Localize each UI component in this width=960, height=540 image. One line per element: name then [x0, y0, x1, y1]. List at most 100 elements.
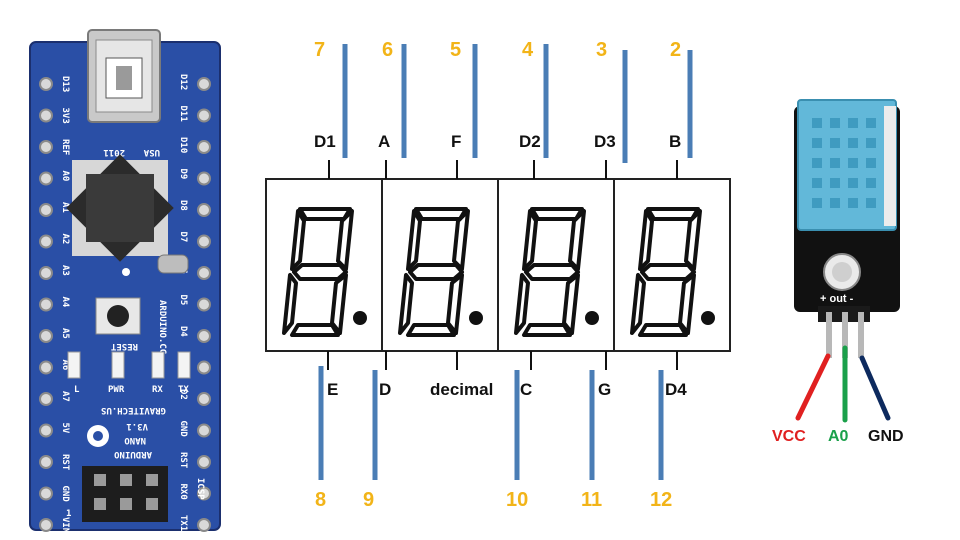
pin-number-11: 11 — [581, 489, 602, 511]
vent-hole — [866, 178, 876, 188]
segment-b — [568, 209, 586, 271]
decimal-point — [701, 311, 715, 325]
icsp-pin — [94, 474, 106, 486]
lead-lines — [318, 44, 693, 480]
pin-number-5: 5 — [450, 39, 461, 61]
pin-number-9: 9 — [363, 489, 374, 511]
vent-hole — [848, 158, 858, 168]
left-pin-hole-d13 — [39, 77, 53, 91]
vent-hole — [830, 158, 840, 168]
model-label: ARDUINO — [113, 449, 152, 459]
pin-number-7: 7 — [314, 39, 325, 61]
pin-stubs — [327, 160, 678, 370]
segment-f — [638, 209, 654, 271]
left-pin-hole-a0 — [39, 171, 53, 186]
sensor-pin-gnd — [858, 312, 864, 358]
segment-f — [522, 209, 538, 271]
segment-d — [522, 323, 572, 337]
vcc-label: VCC — [772, 428, 806, 445]
reset-label: RESET — [110, 341, 138, 351]
vent-hole — [866, 138, 876, 148]
segment-f — [406, 209, 422, 271]
right-pin-label: D9 — [178, 169, 188, 180]
dht11-sensor-module: + out - — [794, 99, 900, 358]
vent-hole — [830, 118, 840, 128]
vent-hole — [830, 138, 840, 148]
icsp-label: ICSP — [195, 478, 205, 500]
segment-b — [452, 209, 470, 271]
right-pin-hole-d2 — [197, 392, 211, 406]
right-pin-hole-d8 — [197, 203, 211, 217]
right-pin-hole-rx0 — [197, 486, 211, 501]
pin-number-6: 6 — [382, 39, 393, 61]
left-pin-hole-5v — [39, 423, 53, 438]
label-f: F — [451, 132, 461, 151]
pin-one-label: 1 — [66, 509, 71, 519]
sensor-pin-out — [842, 312, 848, 358]
tx-led-label: TX — [178, 385, 189, 395]
vent-hole — [812, 118, 822, 128]
sensor-pin-vcc — [826, 312, 832, 358]
right-pin-hole-d3 — [197, 360, 211, 375]
left-pin-label: A1 — [60, 202, 70, 213]
left-pin-label: 3V3 — [60, 108, 70, 124]
right-pin-hole-d9 — [197, 171, 211, 186]
vent-hole — [812, 198, 822, 208]
microcontroller-chip-icon — [66, 154, 174, 276]
seven-segment-display — [265, 178, 731, 352]
left-pin-label: A3 — [60, 265, 70, 276]
left-pin-hole-vin — [39, 518, 53, 532]
vent-hole — [812, 178, 822, 188]
left-pin-label: D13 — [60, 76, 70, 92]
segment-g — [408, 263, 464, 281]
year-label: 2011 — [103, 147, 125, 157]
label-d4: D4 — [665, 380, 687, 399]
version-label: V3.1 — [126, 421, 148, 431]
right-pin-hole-tx1 — [197, 518, 211, 532]
site-label: ARDUINO.CC — [157, 300, 167, 354]
status-leds — [67, 351, 191, 379]
vent-hole — [830, 178, 840, 188]
left-pin-hole-a7 — [39, 392, 53, 406]
left-pin-label: A6 — [60, 360, 70, 371]
label-e: E — [327, 380, 338, 399]
left-pin-label: A0 — [60, 171, 70, 182]
left-pin-label: A2 — [60, 234, 70, 245]
left-pin-hole-ref — [39, 140, 53, 154]
gnd-wire — [859, 355, 891, 421]
digit-2-glyph — [398, 207, 483, 337]
vent-hole — [812, 138, 822, 148]
segment-e — [398, 273, 414, 335]
maker-label: GRAVITECH.US — [101, 405, 166, 415]
pin-number-12: 12 — [650, 489, 672, 511]
nano-label: NANO — [124, 435, 146, 445]
rx-led-label: RX — [152, 385, 163, 395]
right-pin-label: D7 — [178, 232, 188, 243]
vent-hole — [866, 118, 876, 128]
segment-b — [336, 209, 354, 271]
digit-glyphs — [282, 207, 715, 337]
segment-d — [406, 323, 456, 337]
decimal-point — [585, 311, 599, 325]
usa-label: USA — [143, 147, 160, 157]
right-pin-label: RST — [178, 452, 188, 469]
vent-hole — [830, 198, 840, 208]
right-pin-label: D4 — [178, 326, 188, 337]
segment-d — [290, 323, 340, 337]
icsp-pin — [120, 474, 132, 486]
right-pin-hole-d6 — [197, 266, 211, 280]
vent-hole — [866, 158, 876, 168]
left-pin-label: A7 — [60, 391, 70, 402]
label-a: A — [378, 132, 390, 151]
pin-number-4: 4 — [522, 39, 534, 61]
vent-hole — [848, 118, 858, 128]
left-pin-label: RST — [60, 454, 70, 471]
left-pin-holes — [39, 77, 53, 532]
digit-4-glyph — [630, 207, 715, 337]
right-pin-hole-d12 — [197, 77, 211, 91]
left-pin-hole-gnd — [39, 486, 53, 501]
arduino-logo-icon — [87, 425, 109, 447]
label-d: D — [379, 380, 391, 399]
